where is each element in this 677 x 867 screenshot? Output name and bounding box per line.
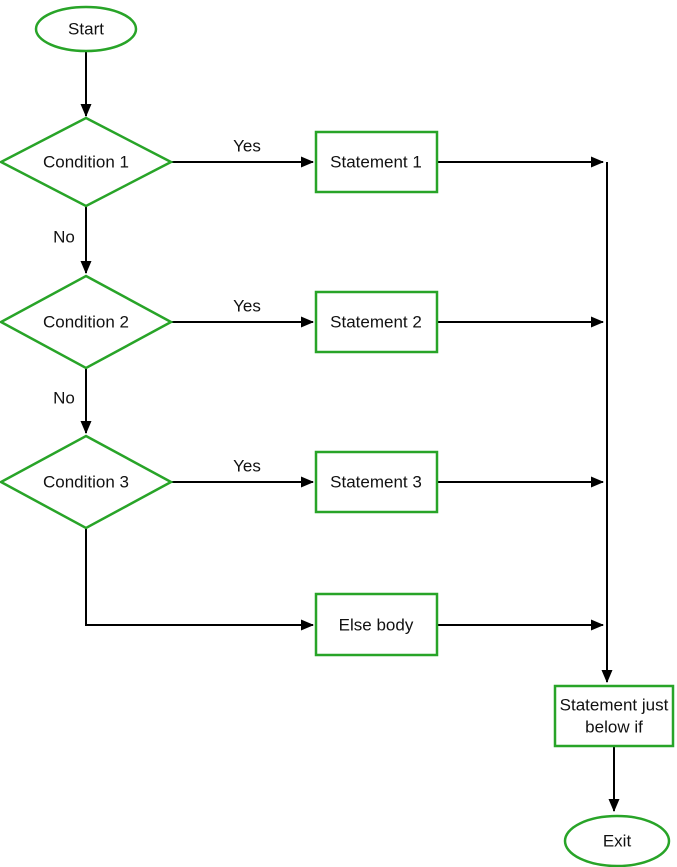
node-condition3: Condition 3 [0, 434, 174, 530]
node-statement-below: Statement just below if [553, 684, 675, 748]
node-else-body: Else body [314, 592, 439, 657]
node-exit: Exit [563, 814, 671, 867]
node-start: Start [34, 5, 138, 53]
statement-below-label-line1: Statement just [560, 696, 669, 715]
statement2-label: Statement 2 [330, 313, 422, 332]
exit-ellipse [563, 814, 671, 867]
statement3-box [314, 450, 439, 514]
statement1-box [314, 130, 439, 194]
edge-condition3-to-elsebody [85, 528, 314, 631]
condition1-label: Condition 1 [43, 153, 129, 172]
exit-label: Exit [603, 832, 632, 851]
start-ellipse [34, 5, 138, 53]
statement3-label: Statement 3 [330, 473, 422, 492]
condition3-diamond [0, 434, 174, 530]
condition1-diamond [0, 116, 174, 208]
start-label: Start [68, 20, 104, 39]
edge-label-yes-3: Yes [233, 457, 261, 476]
node-condition2: Condition 2 [0, 274, 174, 370]
else-body-box [314, 592, 439, 657]
statement-below-label-line2: below if [585, 718, 643, 737]
condition2-diamond [0, 274, 174, 370]
edge-label-yes-2: Yes [233, 297, 261, 316]
else-body-label: Else body [339, 616, 414, 635]
edge-label-yes-1: Yes [233, 137, 261, 156]
condition3-label: Condition 3 [43, 473, 129, 492]
statement2-box [314, 290, 439, 354]
statement1-label: Statement 1 [330, 153, 422, 172]
node-statement3: Statement 3 [314, 450, 439, 514]
node-statement1: Statement 1 [314, 130, 439, 194]
edge-label-no-1: No [53, 228, 75, 247]
edge-label-no-2: No [53, 389, 75, 408]
statement-below-box [553, 684, 675, 748]
condition2-label: Condition 2 [43, 313, 129, 332]
node-statement2: Statement 2 [314, 290, 439, 354]
node-condition1: Condition 1 [0, 116, 174, 208]
